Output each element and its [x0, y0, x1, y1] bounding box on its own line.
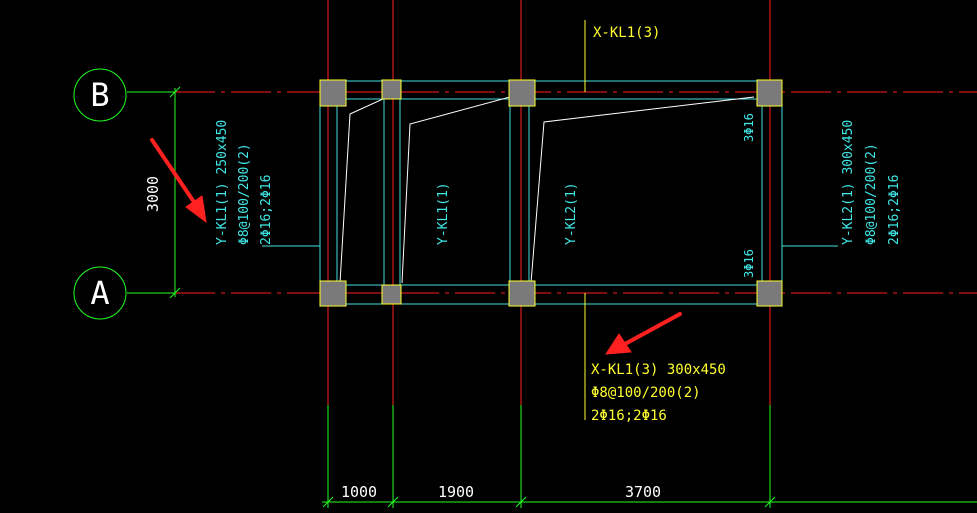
dim-tick-1 — [322, 496, 334, 508]
dim-span-1: 1000 — [341, 483, 377, 501]
slab-lines — [339, 96, 755, 284]
column-a4[interactable] — [756, 280, 783, 307]
dim-tick-4 — [764, 496, 776, 508]
axis-bubbles: B A — [73, 68, 175, 320]
slab-line-2 — [401, 96, 511, 284]
column-b4[interactable] — [756, 79, 783, 107]
beam-y-kl1-left-line3: 2Φ16;2Φ16 — [259, 175, 274, 245]
arrow-left-shaft — [150, 138, 198, 207]
column-a1[interactable] — [319, 280, 347, 307]
axis-label-b: B — [90, 76, 109, 114]
dim-span-3: 3700 — [625, 483, 661, 501]
column-b1[interactable] — [319, 79, 347, 107]
dim-span-2: 1900 — [438, 483, 474, 501]
column-b3[interactable] — [508, 79, 536, 107]
arrow-left-head — [185, 195, 207, 224]
beam-y-kl1-left-line1: Y-KL1(1) 250x450 — [215, 120, 230, 245]
beam-y-kl2-right-line2: Φ8@100/200(2) — [864, 143, 879, 245]
vertical-dim-tick-bottom — [169, 287, 181, 299]
beam-y-kl1-mid-label: Y-KL1(1) — [436, 182, 451, 245]
vertical-dim-text: 3000 — [144, 176, 162, 212]
beam-y-kl2-right-line1: Y-KL2(1) 300x450 — [841, 120, 856, 245]
dim-tick-3 — [515, 496, 527, 508]
arrow-bottom-shaft — [623, 312, 682, 346]
column-b2[interactable] — [381, 79, 402, 100]
axis-label-a: A — [90, 274, 109, 312]
beam-y-kl2-right-line3: 2Φ16;2Φ16 — [887, 175, 902, 245]
beam-y-kl1-left-line2: Φ8@100/200(2) — [237, 143, 252, 245]
beam-x-kl1-line2: Φ8@100/200(2) — [591, 385, 701, 401]
beam-y-kl1-left-annotation: Y-KL1(1) 250x450 Φ8@100/200(2) 2Φ16;2Φ16 — [215, 120, 274, 245]
beam-y-kl2-right-annotation: Y-KL2(1) 300x450 Φ8@100/200(2) 2Φ16;2Φ16 — [841, 120, 902, 245]
vertical-dim-tick-top — [169, 86, 181, 98]
beam-x-kl1-line3: 2Φ16;2Φ16 — [591, 408, 667, 424]
axis-bubble-a[interactable] — [73, 266, 127, 320]
axis-bubble-b[interactable] — [73, 68, 127, 122]
horizontal-axis-lines — [175, 91, 977, 294]
slab-line-3 — [530, 96, 755, 284]
column-a2[interactable] — [381, 284, 402, 305]
beam-y-kl2-mid-label: Y-KL2(1) — [564, 182, 579, 245]
horizontal-dimension — [322, 405, 977, 508]
beam-x-kl1-line1: X-KL1(3) 300x450 — [591, 362, 726, 378]
beam-x-kl1-annotation: X-KL1(3) 300x450 Φ8@100/200(2) 2Φ16;2Φ16 — [591, 362, 726, 424]
column-a3[interactable] — [508, 280, 536, 307]
slab-line-1 — [339, 98, 384, 284]
top-beam-label: X-KL1(3) — [593, 25, 660, 41]
dim-tick-2 — [387, 496, 399, 508]
rebar-top-label: 3Φ16 — [742, 113, 756, 142]
vertical-axis-lines — [327, 0, 771, 405]
vertical-dimension — [169, 86, 181, 299]
arrow-bottom-head — [605, 333, 632, 355]
annotation-arrows — [150, 138, 682, 355]
columns — [319, 79, 783, 307]
rebar-bottom-label: 3Φ16 — [742, 249, 756, 278]
